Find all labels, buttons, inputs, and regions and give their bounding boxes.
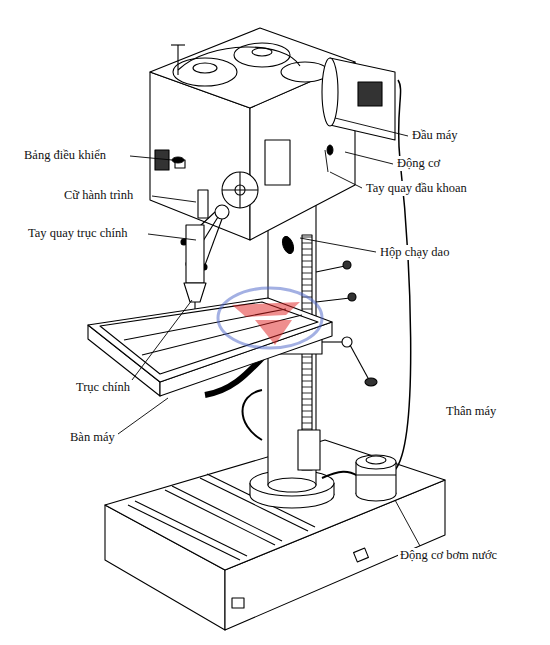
part-label: Thân máy [444,404,498,419]
part-label: Trục chính [74,380,132,395]
coolant-pump-motor [356,455,396,501]
feed-handles [316,261,377,386]
part-label: Bàn máy [68,430,117,445]
watermark-logo [218,288,322,348]
part-label: Động cơ [395,156,442,171]
machine-head [150,28,355,270]
part-label: Bảng điều khiển [22,148,108,163]
part-label: Hộp chạy dao [378,245,451,260]
motor [322,58,395,140]
part-label: Tay quay đầu khoan [364,181,469,196]
part-label: Đầu máy [410,128,459,143]
part-label: Cữ hành trình [62,188,135,203]
part-label: Động cơ bơm nước [398,548,502,563]
part-label: Tay quay trục chính [26,226,129,241]
